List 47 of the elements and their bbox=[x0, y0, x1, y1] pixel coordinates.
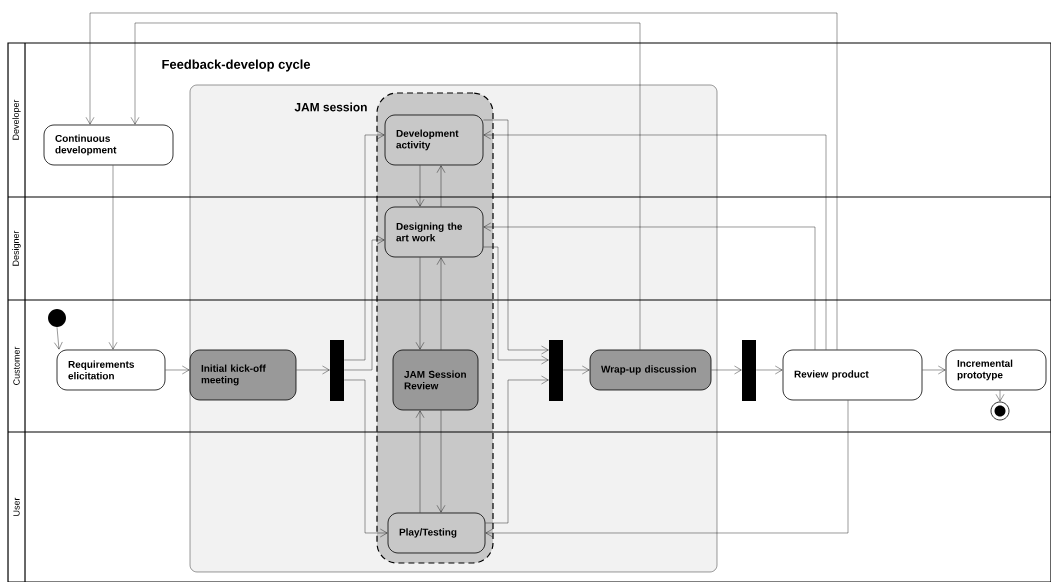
arrow bbox=[756, 365, 783, 375]
arrow bbox=[344, 130, 385, 361]
activity-box: Wrap-up discussion bbox=[589, 349, 712, 391]
sync-bar bbox=[742, 340, 756, 401]
lane-label: Developer bbox=[12, 99, 21, 140]
arrow bbox=[108, 165, 118, 350]
activity-box: JAM Session Review bbox=[392, 349, 479, 411]
activity-box: Play/Testing bbox=[387, 512, 486, 554]
arrow bbox=[436, 165, 446, 207]
arrow bbox=[54, 327, 63, 350]
arrow bbox=[165, 365, 190, 375]
arrow bbox=[485, 375, 549, 524]
arrow bbox=[922, 365, 946, 375]
end-node bbox=[990, 401, 1010, 421]
activity-box: Development activity bbox=[384, 114, 484, 166]
sync-bar bbox=[549, 340, 563, 401]
arrow bbox=[296, 365, 330, 375]
arrow bbox=[85, 12, 838, 350]
node-label: JAM session bbox=[294, 102, 367, 112]
lane-label: Customer bbox=[13, 346, 20, 385]
arrow bbox=[711, 365, 742, 375]
activity-box: Initial kick-off meeting bbox=[189, 349, 297, 401]
arrow bbox=[485, 400, 849, 538]
activity-box: Incremental prototype bbox=[945, 349, 1047, 391]
arrow bbox=[483, 222, 816, 350]
arrow bbox=[130, 22, 641, 350]
arrow bbox=[483, 130, 827, 350]
arrow bbox=[415, 165, 425, 207]
arrow bbox=[563, 365, 590, 375]
arrow bbox=[483, 119, 549, 355]
node-label: Feedback-develop cycle bbox=[162, 59, 311, 72]
lane-label: Designer bbox=[12, 230, 21, 266]
lane-label: User bbox=[13, 497, 20, 516]
arrow bbox=[483, 246, 549, 365]
activity-box: Requirements elicitation bbox=[56, 349, 166, 391]
arrow bbox=[995, 390, 1005, 402]
sync-bar bbox=[330, 340, 344, 401]
activity-box: Continuous development bbox=[43, 124, 174, 166]
activity-box: Designing the art work bbox=[384, 206, 484, 258]
activity-box: Review product bbox=[782, 349, 923, 401]
start-node bbox=[48, 309, 66, 327]
arrow bbox=[415, 410, 425, 513]
arrow bbox=[344, 235, 385, 371]
arrow bbox=[436, 410, 446, 513]
arrow bbox=[415, 257, 425, 350]
arrow bbox=[436, 257, 446, 350]
arrow bbox=[344, 379, 388, 538]
